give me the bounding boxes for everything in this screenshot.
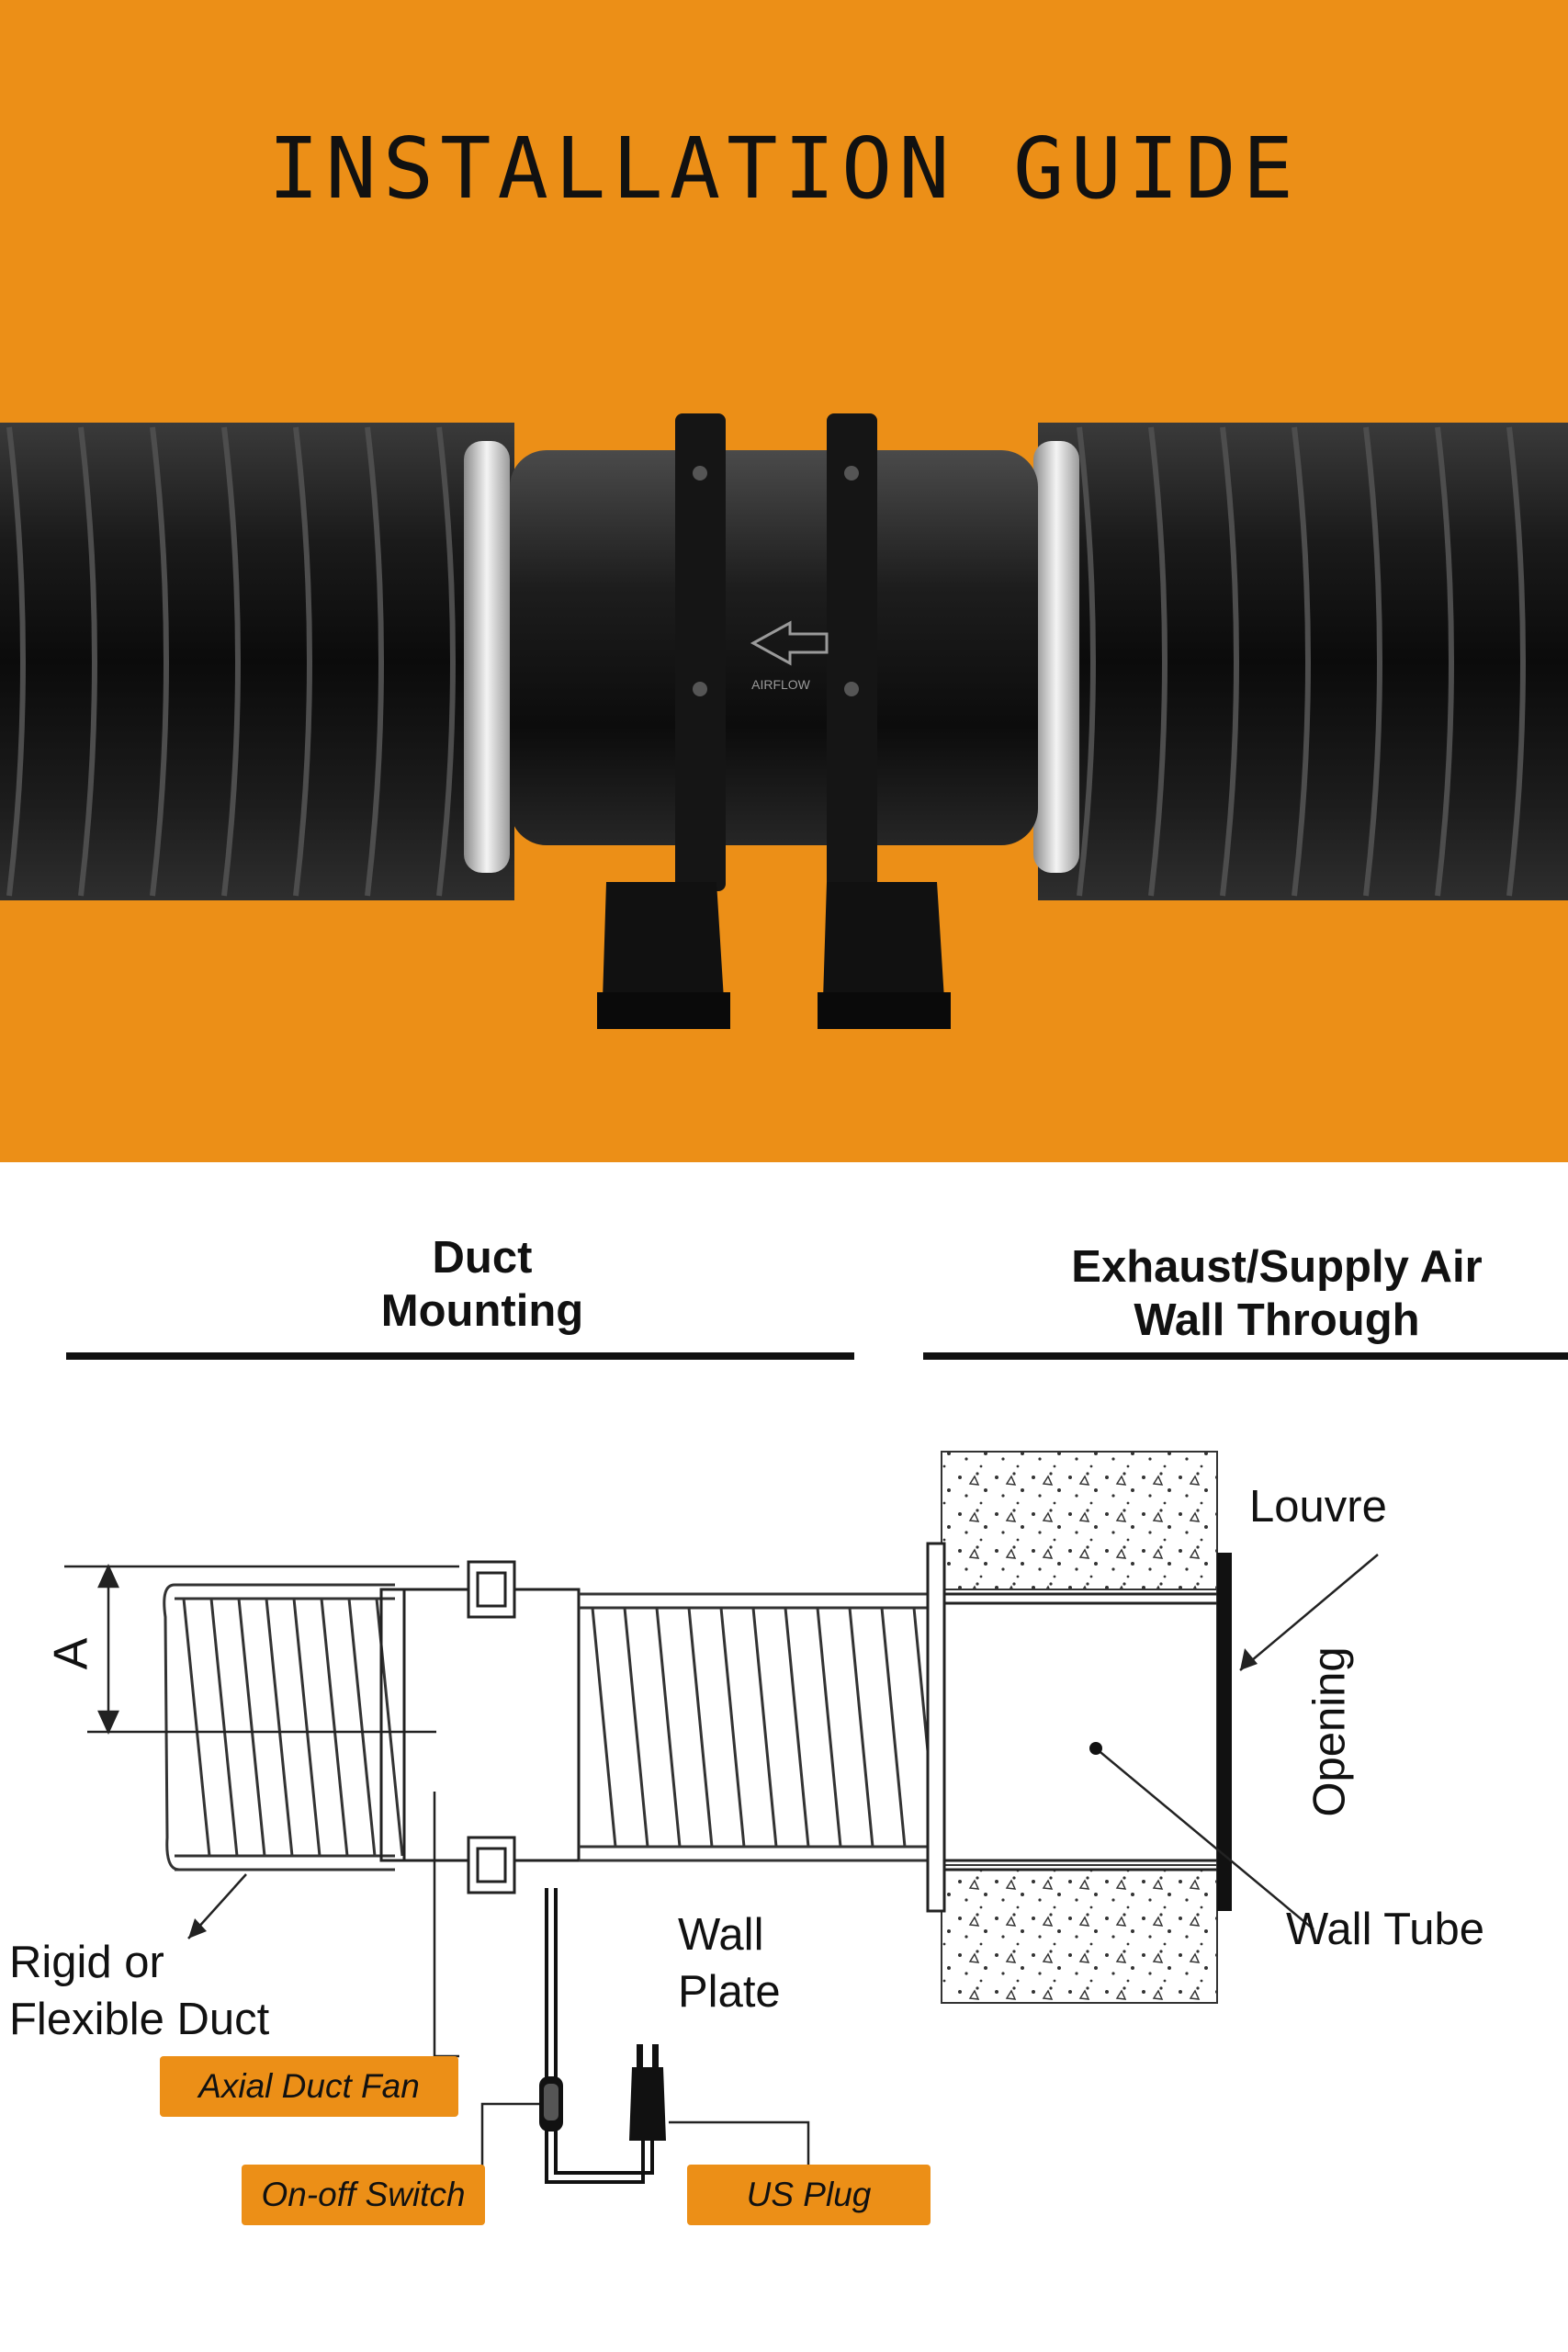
fan-body: AIRFLOW xyxy=(510,413,1038,1029)
left-clamp xyxy=(464,441,510,873)
duct-spiral xyxy=(687,1607,714,1848)
louvre xyxy=(1217,1553,1232,1911)
duct-spiral xyxy=(209,1598,239,1857)
dimension-label: A xyxy=(44,1637,98,1670)
duct-spiral xyxy=(655,1607,682,1848)
hose-rib xyxy=(1077,426,1096,897)
hose-rib xyxy=(365,426,384,897)
callout-axial-duct-fan: Axial Duct Fan xyxy=(160,2056,458,2117)
callout-on-off-switch: On-off Switch xyxy=(242,2165,485,2225)
dimension-a xyxy=(64,1563,459,1736)
switch-button xyxy=(544,2084,558,2120)
section-heading-wall-through: Exhaust/Supply Air Wall Through xyxy=(992,1240,1562,1347)
product-banner: INSTALLATION GUIDE xyxy=(0,0,1568,1162)
duct-spiral xyxy=(292,1598,321,1857)
wall-tube-label: Wall Tube xyxy=(1286,1905,1485,1954)
rigid-duct-label: Rigid or Flexible Duct xyxy=(9,1938,270,2044)
hose-rib xyxy=(150,426,169,897)
right-clamp xyxy=(1033,441,1079,873)
section-heading-duct-mounting: Duct Mounting xyxy=(294,1231,671,1338)
hose-rib xyxy=(78,426,97,897)
duct-spiral xyxy=(784,1607,810,1848)
duct-spiral xyxy=(751,1607,778,1848)
duct-spiral xyxy=(237,1598,266,1857)
wall-through-heading-text: Exhaust/Supply Air Wall Through xyxy=(1071,1242,1483,1345)
left-hose xyxy=(0,423,514,900)
hose-rib xyxy=(293,426,312,897)
axial-duct-fan xyxy=(379,1560,581,1894)
product-photo: AIRFLOW xyxy=(0,413,1568,1029)
duct-mounting-heading-text: Duct Mounting xyxy=(380,1233,584,1336)
opening-label: Opening xyxy=(1304,1646,1355,1817)
power-cord xyxy=(545,1888,654,2184)
wall-plate xyxy=(926,1542,946,1913)
wall-plate-label: Wall Plate xyxy=(678,1910,781,2017)
hose-rib xyxy=(1363,426,1382,897)
wall-heading-underline xyxy=(923,1352,1568,1360)
right-hose xyxy=(1038,423,1568,900)
duct-spiral xyxy=(265,1598,294,1857)
duct-heading-underline xyxy=(66,1352,854,1360)
duct-spiral xyxy=(182,1598,211,1857)
page-title: INSTALLATION GUIDE xyxy=(268,119,1300,218)
duct-arrowhead xyxy=(188,1918,207,1939)
hose-rib xyxy=(1292,426,1311,897)
airflow-text: AIRFLOW xyxy=(751,677,811,692)
hose-rib xyxy=(221,426,241,897)
callout-us-plug: US Plug xyxy=(687,2165,931,2225)
hose-rib xyxy=(436,426,456,897)
us-plug xyxy=(629,2044,666,2141)
duct-spiral xyxy=(623,1607,649,1848)
duct-spiral xyxy=(880,1607,907,1848)
hose-rib xyxy=(1148,426,1168,897)
connecting-duct xyxy=(579,1592,939,1862)
louvre-arrowhead xyxy=(1240,1648,1258,1670)
rigid-or-flexible-duct xyxy=(163,1583,404,1871)
wall-tube xyxy=(944,1592,1217,1871)
duct-spiral xyxy=(320,1598,349,1857)
wall xyxy=(941,1451,1218,2004)
louvre-label: Louvre xyxy=(1249,1482,1387,1532)
duct-spiral xyxy=(719,1607,746,1848)
duct-spiral xyxy=(848,1607,874,1848)
duct-spiral xyxy=(347,1598,377,1857)
wall-tube-dot xyxy=(1089,1742,1102,1755)
hose-rib xyxy=(6,426,26,897)
hose-rib xyxy=(1220,426,1239,897)
installation-diagram xyxy=(64,1352,1568,2200)
duct-spiral xyxy=(816,1607,842,1848)
hose-rib xyxy=(1506,426,1526,897)
hose-rib xyxy=(1435,426,1454,897)
duct-spiral xyxy=(591,1607,617,1848)
